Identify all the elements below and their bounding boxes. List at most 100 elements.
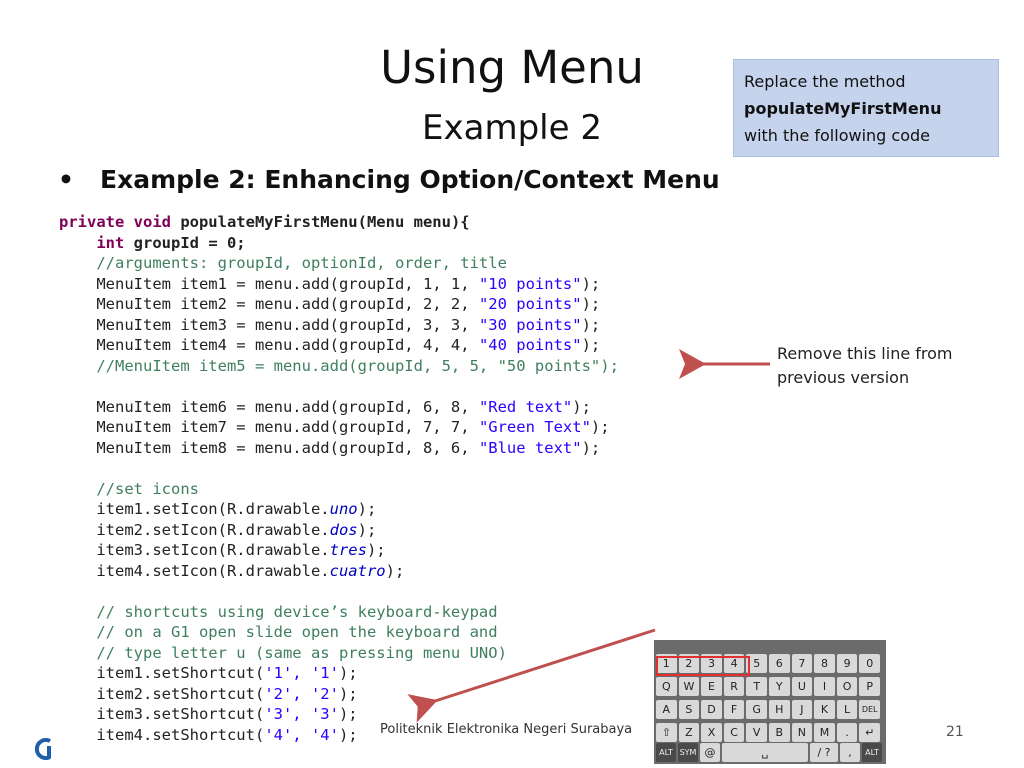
callout-box: Replace the method populateMyFirstMenu w…: [733, 59, 999, 157]
code-text: MenuItem item8 = menu.add(groupId, 8, 6,: [96, 438, 479, 457]
code-text: );: [581, 295, 601, 313]
code-string: '2', '2': [264, 684, 339, 703]
keyboard-key: 3: [701, 654, 722, 673]
code-text: MenuItem item4 = menu.add(groupId, 4, 4,: [96, 336, 479, 354]
code-text: );: [581, 274, 601, 293]
code-comment: //arguments: groupId, optionId, order, t…: [96, 254, 507, 272]
keyboard-key: 8: [814, 654, 835, 673]
code-text: );: [366, 541, 386, 559]
keyboard-key: X: [701, 723, 722, 742]
footer-text: Politeknik Elektronika Negeri Surabaya: [380, 722, 633, 737]
keyboard-key: V: [746, 723, 767, 742]
keyboard-key: E: [701, 677, 722, 696]
code-text: );: [338, 664, 358, 682]
slide-subtitle: Example 2: [422, 108, 602, 148]
code-text: );: [338, 684, 358, 703]
keyboard-key: A: [656, 700, 677, 719]
keyboard-key: M: [814, 723, 835, 742]
keyboard-key: / ?: [810, 743, 838, 762]
code-field: cuatro: [329, 561, 386, 580]
keyboard-key: F: [723, 700, 745, 719]
keyboard-key: 1: [656, 654, 677, 673]
keyboard-key: SYM: [678, 743, 698, 762]
keyboard-key: Q: [656, 677, 677, 696]
keyboard-key: H: [769, 700, 790, 719]
code-comment: //set icons: [96, 479, 199, 498]
code-text: item2.setShortcut(: [96, 684, 265, 703]
code-string: '1', '1': [264, 664, 339, 682]
code-comment: // on a G1 open slide open the keyboard …: [96, 623, 498, 641]
institution-logo-icon: [34, 738, 51, 760]
code-text: item1.setIcon(R.drawable.: [96, 500, 330, 518]
keyboard-key: 6: [769, 654, 790, 673]
code-text: item2.setIcon(R.drawable.: [96, 520, 330, 539]
bullet-icon: •: [58, 165, 74, 194]
keyboard-key: T: [746, 677, 767, 696]
keyboard-key: ALT: [656, 743, 676, 762]
code-field: tres: [329, 541, 367, 559]
code-string: '4', '4': [264, 725, 339, 744]
callout-line-1: Replace the method: [744, 72, 906, 91]
remove-note-line-1: Remove this line from: [777, 344, 953, 363]
code-text: item1.setShortcut(: [96, 664, 265, 682]
bullet-heading: • Example 2: Enhancing Option/Context Men…: [58, 160, 720, 200]
code-text: );: [590, 418, 610, 436]
code-comment: // shortcuts using device’s keyboard-key…: [96, 602, 498, 621]
code-text: MenuItem item1 = menu.add(groupId, 1, 1,: [96, 274, 479, 293]
code-text: );: [572, 397, 591, 416]
keyboard-key: Y: [769, 677, 790, 696]
code-text: MenuItem item2 = menu.add(groupId, 2, 2,: [96, 295, 479, 313]
keyboard-key: B: [769, 723, 790, 742]
code-comment: // type letter u (same as pressing menu …: [96, 643, 507, 662]
keyboard-key: ⇧: [656, 723, 677, 742]
keyboard-key: ↵: [859, 723, 880, 742]
keyboard-key: Z: [678, 723, 700, 742]
code-text: );: [581, 315, 601, 334]
keyboard-highlight: [656, 656, 750, 676]
code-text: item4.setShortcut(: [96, 725, 265, 744]
bullet-text: Example 2: Enhancing Option/Context Menu: [100, 165, 720, 194]
keyboard-key: R: [723, 677, 745, 696]
keyboard-key: 7: [791, 654, 813, 673]
code-text: groupId = 0;: [124, 233, 246, 252]
code-string: "Green Text": [478, 418, 591, 436]
keyboard-key: S: [678, 700, 700, 719]
code-string: "Red text": [478, 397, 573, 416]
page-number: 21: [946, 724, 964, 740]
code-text: );: [385, 561, 405, 580]
code-field: uno: [329, 500, 358, 518]
keyboard-key: U: [791, 677, 813, 696]
code-text: );: [581, 336, 601, 354]
keyboard-key: 2: [678, 654, 700, 673]
remove-note: Remove this line from previous version: [777, 342, 953, 390]
keyboard-key: I: [814, 677, 835, 696]
keyboard-key: J: [791, 700, 813, 719]
keyboard-key: O: [836, 677, 858, 696]
remove-note-line-2: previous version: [777, 368, 910, 387]
code-text: MenuItem item7 = menu.add(groupId, 7, 7,: [96, 418, 479, 436]
keyboard-key: L: [836, 700, 858, 719]
code-string: '3', '3': [264, 705, 339, 723]
callout-line-3: with the following code: [744, 126, 930, 145]
code-keyword: private void: [59, 213, 171, 231]
code-text: );: [338, 725, 358, 744]
code-text: );: [357, 520, 377, 539]
code-string: "Blue text": [478, 438, 582, 457]
code-text: MenuItem item3 = menu.add(groupId, 3, 3,: [96, 315, 479, 334]
code-block: private void populateMyFirstMenu(Menu me…: [59, 212, 759, 745]
keyboard-key: DEL: [859, 700, 880, 719]
code-string: "40 points": [478, 336, 582, 354]
slide-title: Using Menu: [380, 41, 644, 94]
keyboard-key: C: [723, 723, 745, 742]
keyboard-key: @: [700, 743, 720, 762]
code-text: );: [338, 705, 358, 723]
code-string: "20 points": [478, 295, 582, 313]
keyboard-key: 0: [859, 654, 880, 673]
code-text: populateMyFirstMenu(Menu menu){: [170, 213, 470, 231]
keyboard-key: 5: [746, 654, 767, 673]
